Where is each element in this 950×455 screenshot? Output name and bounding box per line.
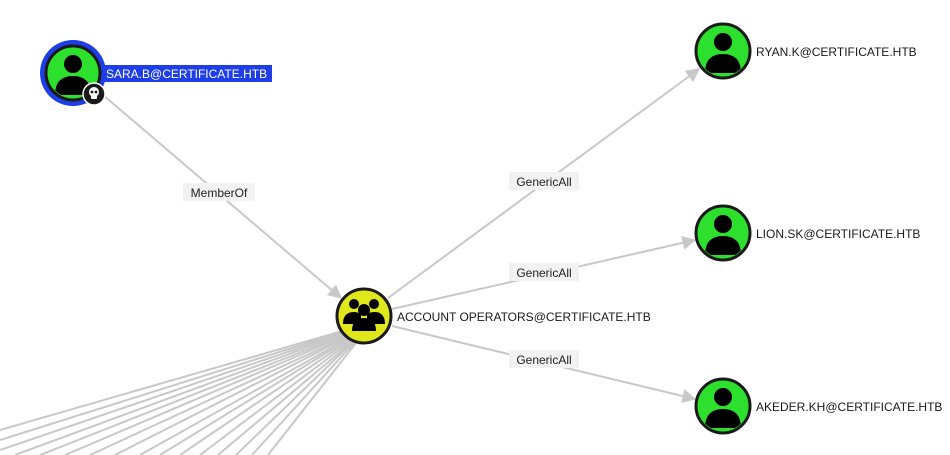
node-lion-sk[interactable]: LION.SK@CERTIFICATE.HTB [694, 204, 920, 262]
user-icon [705, 215, 741, 255]
edge-genericall-lion[interactable]: GenericAll [391, 235, 697, 310]
edge-genericall-ryan[interactable]: GenericAll [387, 68, 701, 299]
edge-label: GenericAll [516, 266, 571, 280]
user-icon [55, 55, 91, 95]
edge-memberof[interactable]: MemberOf [102, 94, 343, 299]
node-account-operators[interactable]: ACCOUNT OPERATORS@CERTIFICATE.HTB [335, 287, 651, 345]
edge-label: GenericAll [516, 175, 571, 189]
node-label-highlight [104, 65, 272, 82]
node-sara-b[interactable]: SARA.B@CERTIFICATE.HTB [40, 40, 272, 106]
node-akeder-kh[interactable]: AKEDER.KH@CERTIFICATE.HTB [694, 377, 942, 435]
edge-label-bg [183, 183, 255, 201]
edge-label: MemberOf [191, 186, 248, 200]
user-icon [705, 33, 741, 73]
edge-genericall-akeder[interactable]: GenericAll [391, 325, 697, 403]
edge-label-bg [509, 172, 579, 190]
skull-icon [82, 82, 106, 106]
node-label: SARA.B@CERTIFICATE.HTB [106, 67, 267, 81]
offscreen-edge-fan [0, 329, 357, 455]
edge-label-bg [509, 263, 579, 281]
node-label: AKEDER.KH@CERTIFICATE.HTB [756, 400, 942, 414]
node-label: ACCOUNT OPERATORS@CERTIFICATE.HTB [397, 310, 651, 324]
node-ryan-k[interactable]: RYAN.K@CERTIFICATE.HTB [694, 22, 917, 80]
user-icon [705, 388, 741, 428]
group-icon [343, 299, 385, 331]
edge-label: GenericAll [516, 353, 571, 367]
node-label: RYAN.K@CERTIFICATE.HTB [756, 45, 917, 59]
node-label: LION.SK@CERTIFICATE.HTB [756, 227, 920, 241]
edge-label-bg [509, 350, 579, 368]
